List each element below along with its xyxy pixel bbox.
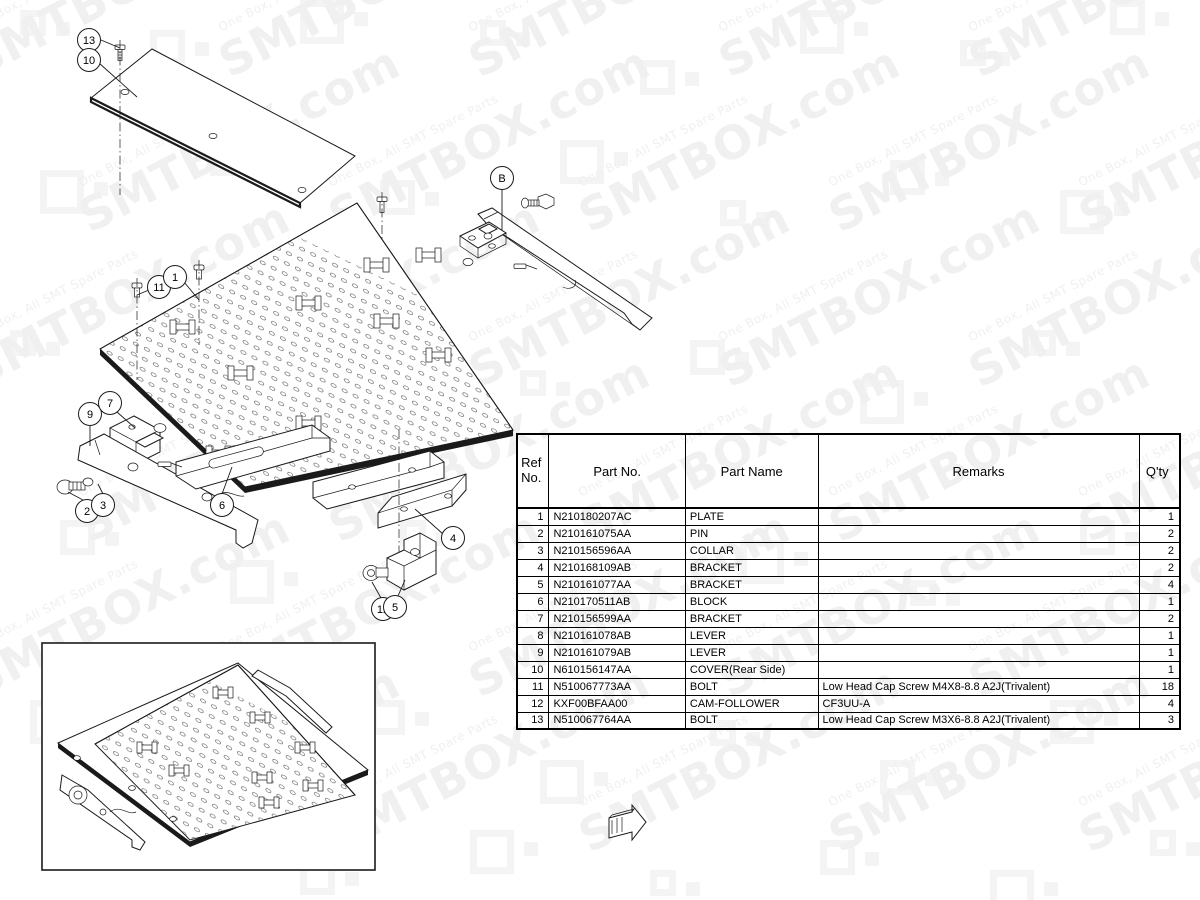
callout-label: 12 xyxy=(377,604,389,616)
cell-part-no: N210180207AC xyxy=(548,507,686,526)
cell-qty: 18 xyxy=(1138,677,1181,696)
table-header-row: Ref No. Part No. Part Name Remarks Q'ty xyxy=(516,433,1181,509)
callout-label: B xyxy=(498,173,505,185)
callout-balloon-7: 7 xyxy=(98,391,122,415)
header-remarks: Remarks xyxy=(817,433,1140,509)
callout-label: 1 xyxy=(172,272,178,284)
collar-part-3-d xyxy=(127,462,139,472)
callout-label: 5 xyxy=(392,602,398,614)
callout-label: 6 xyxy=(219,500,225,512)
callout-balloon-9: 9 xyxy=(78,402,102,426)
callout-group xyxy=(67,39,503,599)
callout-label: 9 xyxy=(87,409,93,421)
lever-assembly-part-8 xyxy=(458,207,653,331)
cell-remarks: Low Head Cap Screw M3X6-8.8 A2J(Trivalen… xyxy=(817,711,1140,730)
callout-circle xyxy=(77,48,101,72)
cell-ref-no: 13 xyxy=(516,711,550,730)
callout-circle xyxy=(441,526,465,550)
callout-balloon-13: 13 xyxy=(77,28,101,52)
cell-remarks: CF3UU-A xyxy=(817,694,1140,713)
parts-table-head: Ref No. Part No. Part Name Remarks Q'ty xyxy=(516,433,1181,509)
callout-circle xyxy=(163,265,187,289)
callout-circle xyxy=(147,275,171,299)
callout-label: 3 xyxy=(100,500,106,512)
callout-balloon-1: 1 xyxy=(163,265,187,289)
callout-balloon-4: 4 xyxy=(441,526,465,550)
callout-label: 11 xyxy=(153,282,164,294)
cell-part-name: COLLAR xyxy=(684,541,819,560)
header-ref-no-line1: Ref xyxy=(521,455,542,471)
cam-follower-part-12 xyxy=(362,565,389,581)
callout-balloon-11: 11 xyxy=(147,275,171,299)
pin-part-2 xyxy=(56,479,86,495)
screw-near-lever-9 xyxy=(157,461,183,468)
callout-circle xyxy=(75,499,99,523)
collar-part-3-a xyxy=(153,423,167,433)
header-part-no: Part No. xyxy=(548,433,686,509)
cell-part-no: N510067764AA xyxy=(548,711,686,730)
callout-balloon-2: 2 xyxy=(75,499,99,523)
callout-circle xyxy=(490,166,514,190)
callout-circle xyxy=(98,391,122,415)
cell-part-no: N510067773AA xyxy=(548,677,686,696)
cell-qty: 2 xyxy=(1138,609,1181,628)
callout-circle xyxy=(78,402,102,426)
lever-part-9 xyxy=(77,433,259,549)
callout-label: 2 xyxy=(84,506,90,518)
callout-label: 10 xyxy=(83,55,95,67)
cell-part-name: BRACKET xyxy=(684,558,819,577)
callout-circle xyxy=(210,493,234,517)
header-ref-no-line2: No. xyxy=(521,470,542,485)
block-part-6 xyxy=(175,424,331,490)
callout-balloon-5: 5 xyxy=(383,595,407,619)
nut-part-12-b xyxy=(410,548,420,556)
washer-part-3-b xyxy=(462,258,474,266)
callout-label: 13 xyxy=(83,35,95,47)
collar-part-3-c xyxy=(82,477,94,487)
cell-part-name: CAM-FOLLOWER xyxy=(684,694,819,713)
callout-balloon-B: B xyxy=(490,166,514,190)
fwd-direction-marker xyxy=(608,803,647,842)
header-qty: Q'ty xyxy=(1138,433,1181,509)
callout-circle xyxy=(383,595,407,619)
cell-part-no: N210156596AA xyxy=(548,541,686,560)
bracket-part-4-b xyxy=(377,473,467,529)
callout-label: 4 xyxy=(450,533,456,545)
hex-nut-part-11-d xyxy=(483,232,493,240)
cell-ref-no: 10 xyxy=(516,660,550,679)
small-screw-near-lever xyxy=(513,263,538,270)
callout-label: 7 xyxy=(107,398,113,410)
callout-balloon-6: 6 xyxy=(210,493,234,517)
callout-circle xyxy=(77,28,101,52)
header-part-name: Part Name xyxy=(684,433,819,509)
callout-circle xyxy=(371,597,395,621)
cell-part-name: LEVER xyxy=(684,626,819,645)
callout-balloon-10: 10 xyxy=(77,48,101,72)
cell-part-name: COVER(Rear Side) xyxy=(684,660,819,679)
callout-balloon-12: 12 xyxy=(371,597,395,621)
hex-bolt-part-11-c xyxy=(521,193,555,210)
bracket-part-4-a xyxy=(312,450,445,510)
callout-balloon-3: 3 xyxy=(91,493,115,517)
callout-circle xyxy=(91,493,115,517)
cell-qty: 3 xyxy=(1138,711,1181,730)
